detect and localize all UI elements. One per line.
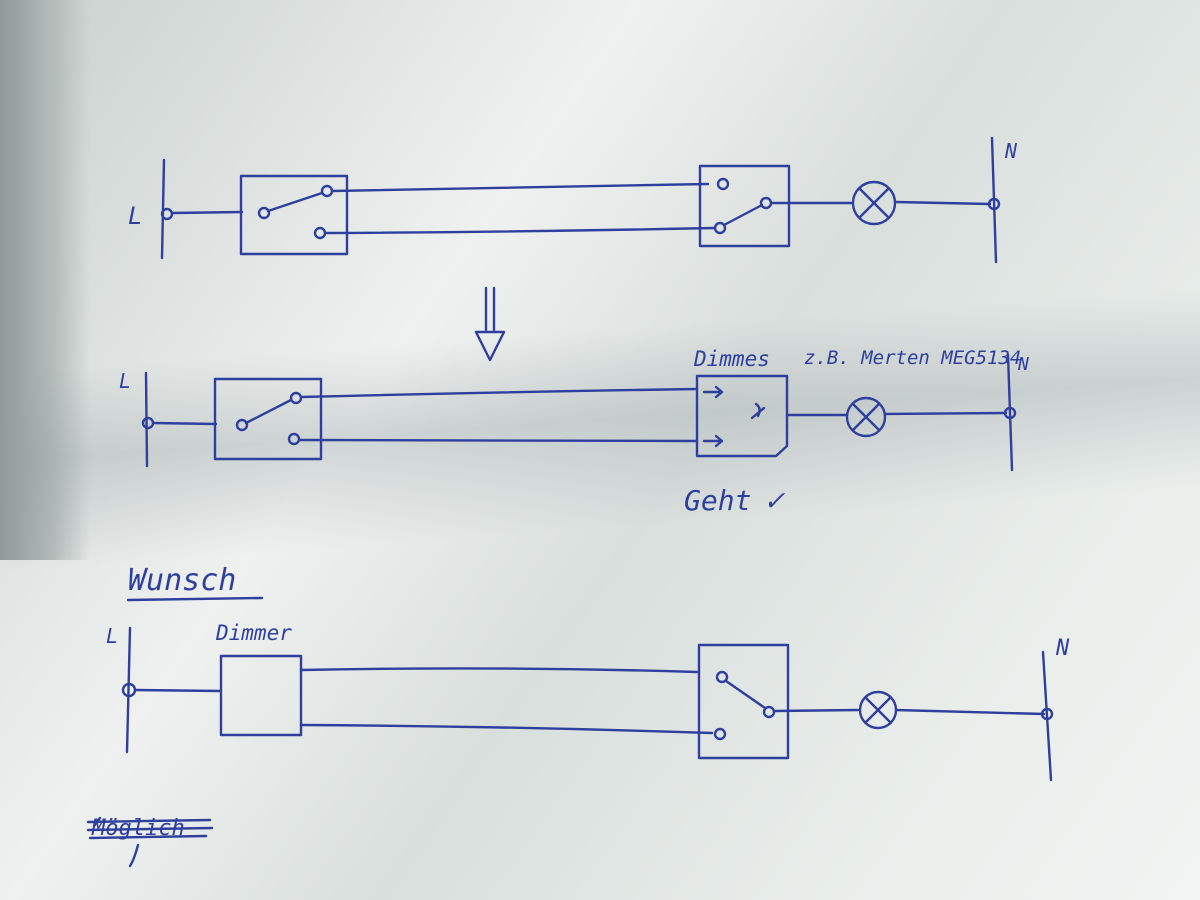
bottom-live-bus <box>125 626 132 754</box>
middle-live-bus <box>144 371 149 468</box>
middle-dimmer-box <box>695 374 789 458</box>
top-switch-1-out-b <box>313 226 327 240</box>
middle-traveller-1 <box>299 387 699 399</box>
middle-product-note: z.B. Merten MEG5134 <box>804 347 1021 369</box>
paper-edge-shadow <box>0 0 90 560</box>
top-live-label: L <box>128 202 142 230</box>
top-live-wire <box>170 210 244 215</box>
bottom-neutral-label: N <box>1055 636 1070 661</box>
bottom-switch-box <box>697 643 790 760</box>
top-switch-2-in-a <box>716 177 730 191</box>
bottom-heading: Wunsch <box>128 563 236 598</box>
bottom-switch-in-a <box>715 670 729 684</box>
middle-neutral-terminal <box>1003 406 1017 420</box>
bottom-circuit: Wunsch L Dimmer N <box>106 563 1070 782</box>
middle-result-text: Geht <box>684 484 751 517</box>
top-lamp-icon <box>851 180 897 226</box>
middle-neutral-bus <box>1006 353 1014 472</box>
strike-through <box>86 816 214 840</box>
bottom-dimmer-box <box>219 654 303 737</box>
bottom-traveller-2 <box>299 723 714 735</box>
bottom-live-wire <box>133 688 222 693</box>
struck-word-group: Möglich <box>86 816 214 868</box>
top-neutral-label: N <box>1004 139 1018 163</box>
bottom-neutral-terminal <box>1040 707 1054 721</box>
transition-arrow-icon <box>474 286 506 362</box>
bottom-dimmer-label: Dimmer <box>215 621 292 645</box>
top-switch-2-lever <box>722 203 764 227</box>
top-switch-1-box <box>239 174 349 256</box>
middle-circuit: L Dimmes z.B. Merten MEG5134 N Geht ✓ <box>119 347 1029 518</box>
top-circuit: L N <box>128 136 1018 264</box>
top-switch-1-out-a <box>320 184 334 198</box>
bottom-heading-underline <box>126 596 264 602</box>
middle-live-wire <box>151 421 218 426</box>
top-lamp-cross <box>858 187 890 219</box>
middle-lamp-cross <box>851 402 881 432</box>
middle-dimmer-input-b-icon <box>702 434 724 448</box>
top-switch-1-common <box>257 206 271 220</box>
middle-switch-out-a <box>289 391 303 405</box>
top-traveller-1 <box>330 182 710 193</box>
bottom-traveller-1 <box>299 667 699 674</box>
top-switch-2-box <box>698 164 791 248</box>
middle-switch-lever <box>244 398 293 425</box>
middle-live-terminal <box>141 416 155 430</box>
middle-lamp-wire-out <box>883 411 1008 416</box>
middle-dimmer-knob-icon <box>750 402 766 420</box>
middle-switch-box <box>213 377 323 461</box>
middle-traveller-2 <box>297 438 699 443</box>
top-switch-2-in-b <box>713 221 727 235</box>
bottom-switch-in-b <box>713 727 727 741</box>
middle-live-label: L <box>119 369 131 393</box>
middle-dimmer-label: Dimmes <box>693 347 770 371</box>
bottom-lamp-wire-out <box>894 708 1046 716</box>
top-live-bus <box>160 158 166 260</box>
strike-tail <box>128 843 140 868</box>
middle-switch-out-b <box>287 432 301 446</box>
bottom-neutral-bus <box>1041 650 1053 782</box>
top-switch-1-lever <box>266 191 324 213</box>
bottom-live-label: L <box>106 624 118 648</box>
middle-switch-common <box>235 418 249 432</box>
middle-neutral-label: N <box>1017 354 1029 375</box>
bottom-lamp-wire-in <box>772 708 860 713</box>
middle-lamp-icon <box>845 396 887 438</box>
bottom-switch-lever <box>724 679 767 710</box>
top-traveller-2 <box>323 226 717 235</box>
middle-dimmer-input-a-icon <box>702 385 724 399</box>
bottom-lamp-cross <box>864 696 892 724</box>
top-neutral-terminal <box>987 197 1001 211</box>
top-lamp-wire-out <box>894 200 992 206</box>
check-icon: ✓ <box>765 483 785 518</box>
top-switch-2-common <box>759 196 773 210</box>
